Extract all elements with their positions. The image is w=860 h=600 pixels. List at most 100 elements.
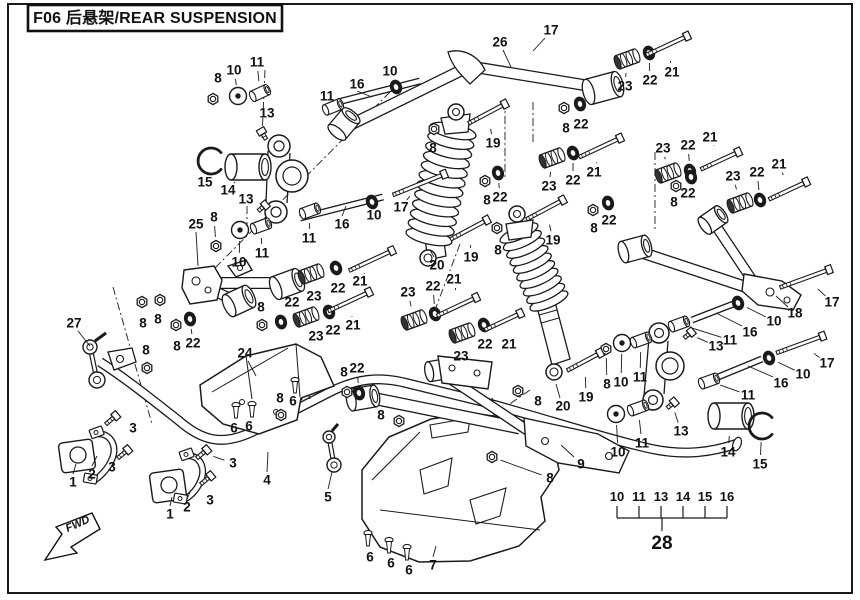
flat-washer-icon — [613, 411, 619, 417]
callout-label: 17 — [819, 356, 834, 371]
skid-plate-7-recess — [469, 487, 507, 525]
callout-label: 3 — [108, 460, 116, 475]
part-nut — [341, 385, 353, 399]
part-bush — [406, 314, 415, 329]
part-nut — [136, 295, 148, 309]
v-arm-18-eye — [642, 238, 651, 253]
washer-icon — [605, 200, 611, 206]
part-bolt — [347, 244, 398, 273]
screw-icon — [232, 406, 240, 419]
bolt-icon — [651, 50, 654, 54]
nut-icon — [602, 345, 610, 353]
callout-label: 16 — [742, 325, 758, 340]
nut-icon — [672, 182, 680, 190]
part-sleeve — [697, 377, 706, 390]
nut-icon — [514, 387, 522, 395]
callout-label: 8 — [173, 339, 181, 354]
leader-line — [720, 384, 740, 393]
bolt-icon — [785, 283, 788, 287]
callout-label: 23 — [725, 169, 741, 184]
callout-label: 8 — [142, 343, 150, 358]
part-washD — [491, 165, 505, 181]
callout-label: 22 — [749, 165, 764, 180]
bolt-icon — [337, 304, 340, 309]
part-bush — [292, 306, 320, 328]
nut-icon — [143, 364, 151, 372]
bolt-icon — [470, 120, 473, 124]
stabilizer-link-5 — [330, 423, 340, 432]
part-bush — [448, 329, 457, 344]
left-knuckle — [282, 166, 302, 186]
title-block: F06 后悬架/REAR SUSPENSION — [26, 3, 284, 33]
v-arm-18 — [632, 245, 754, 294]
leader-line — [257, 70, 260, 82]
washer-icon — [278, 319, 284, 325]
bolt-icon — [709, 162, 713, 167]
part-sleeve — [714, 374, 719, 382]
part-nut — [256, 318, 268, 332]
guard-plate-24 — [199, 343, 336, 435]
small-parts-layer — [103, 30, 835, 561]
bolt-icon — [205, 474, 212, 482]
v-arm-18-eye — [697, 216, 713, 235]
leader-lines-layer — [72, 37, 826, 558]
arm-25-cylinder — [221, 293, 237, 318]
v-arm-18-apex-bracket-hole — [783, 296, 791, 304]
bolt-icon — [438, 312, 441, 317]
bolt-icon — [572, 365, 575, 369]
leader-line — [327, 471, 333, 490]
bolt-icon — [685, 330, 693, 338]
shock-2-cap — [505, 219, 534, 241]
callout-label: 27 — [66, 316, 81, 331]
part-washD — [365, 194, 379, 210]
part-bush — [467, 322, 476, 337]
part-sleeve — [626, 399, 650, 417]
part-washD — [183, 311, 197, 327]
part-pin6 — [231, 401, 241, 419]
leader-line — [674, 412, 679, 423]
callout-label: 22 — [565, 173, 580, 188]
washer-icon — [432, 311, 438, 317]
bolt-icon — [446, 309, 449, 313]
right-knuckle — [647, 394, 659, 406]
callout-label: 6 — [289, 394, 297, 409]
bolt-icon — [499, 101, 505, 110]
callout-label: 11 — [255, 246, 270, 261]
arm-26-eye — [328, 108, 344, 126]
arm-26-end-cylinder — [584, 70, 615, 80]
callout-label: 10 — [231, 255, 246, 270]
part-pin6 — [363, 529, 373, 547]
part-nut — [491, 221, 503, 235]
callout-label: 22 — [185, 336, 200, 351]
arm-25-cylinder — [271, 268, 295, 278]
arm-25-bracket-hole — [204, 286, 212, 294]
part-bush — [654, 169, 663, 184]
bolt-icon — [733, 149, 738, 158]
callout-label: 26 — [492, 35, 508, 50]
leader-line — [616, 424, 618, 444]
callout-label: 17 — [824, 295, 839, 310]
upper-arm-26 — [467, 61, 591, 91]
v-arm-18-eye — [620, 234, 644, 243]
part-sleeve — [266, 219, 271, 227]
callout-label: 2 — [183, 500, 191, 515]
arm-26-end-cylinder — [591, 96, 622, 106]
bolt-icon — [580, 154, 584, 158]
shock-2-bottom-eye — [549, 367, 559, 377]
part-bush — [297, 270, 306, 285]
bolt-icon — [402, 188, 405, 193]
v-arm-18-apex-bracket-hole — [765, 287, 775, 297]
callout-label: 11 — [302, 231, 317, 246]
part-bolt — [466, 98, 511, 126]
bolt-icon — [588, 150, 591, 155]
callout-label: 6 — [245, 419, 253, 434]
bolt-icon — [777, 192, 781, 197]
bolt-icon — [817, 333, 822, 342]
callout-label: 16 — [773, 376, 789, 391]
bolt-icon — [262, 135, 267, 138]
bolt-icon — [584, 152, 587, 156]
bolt-icon — [452, 236, 455, 240]
callout-label: 1 — [69, 475, 77, 490]
callout-label: 21 — [501, 337, 517, 352]
part-pin6 — [290, 376, 300, 394]
